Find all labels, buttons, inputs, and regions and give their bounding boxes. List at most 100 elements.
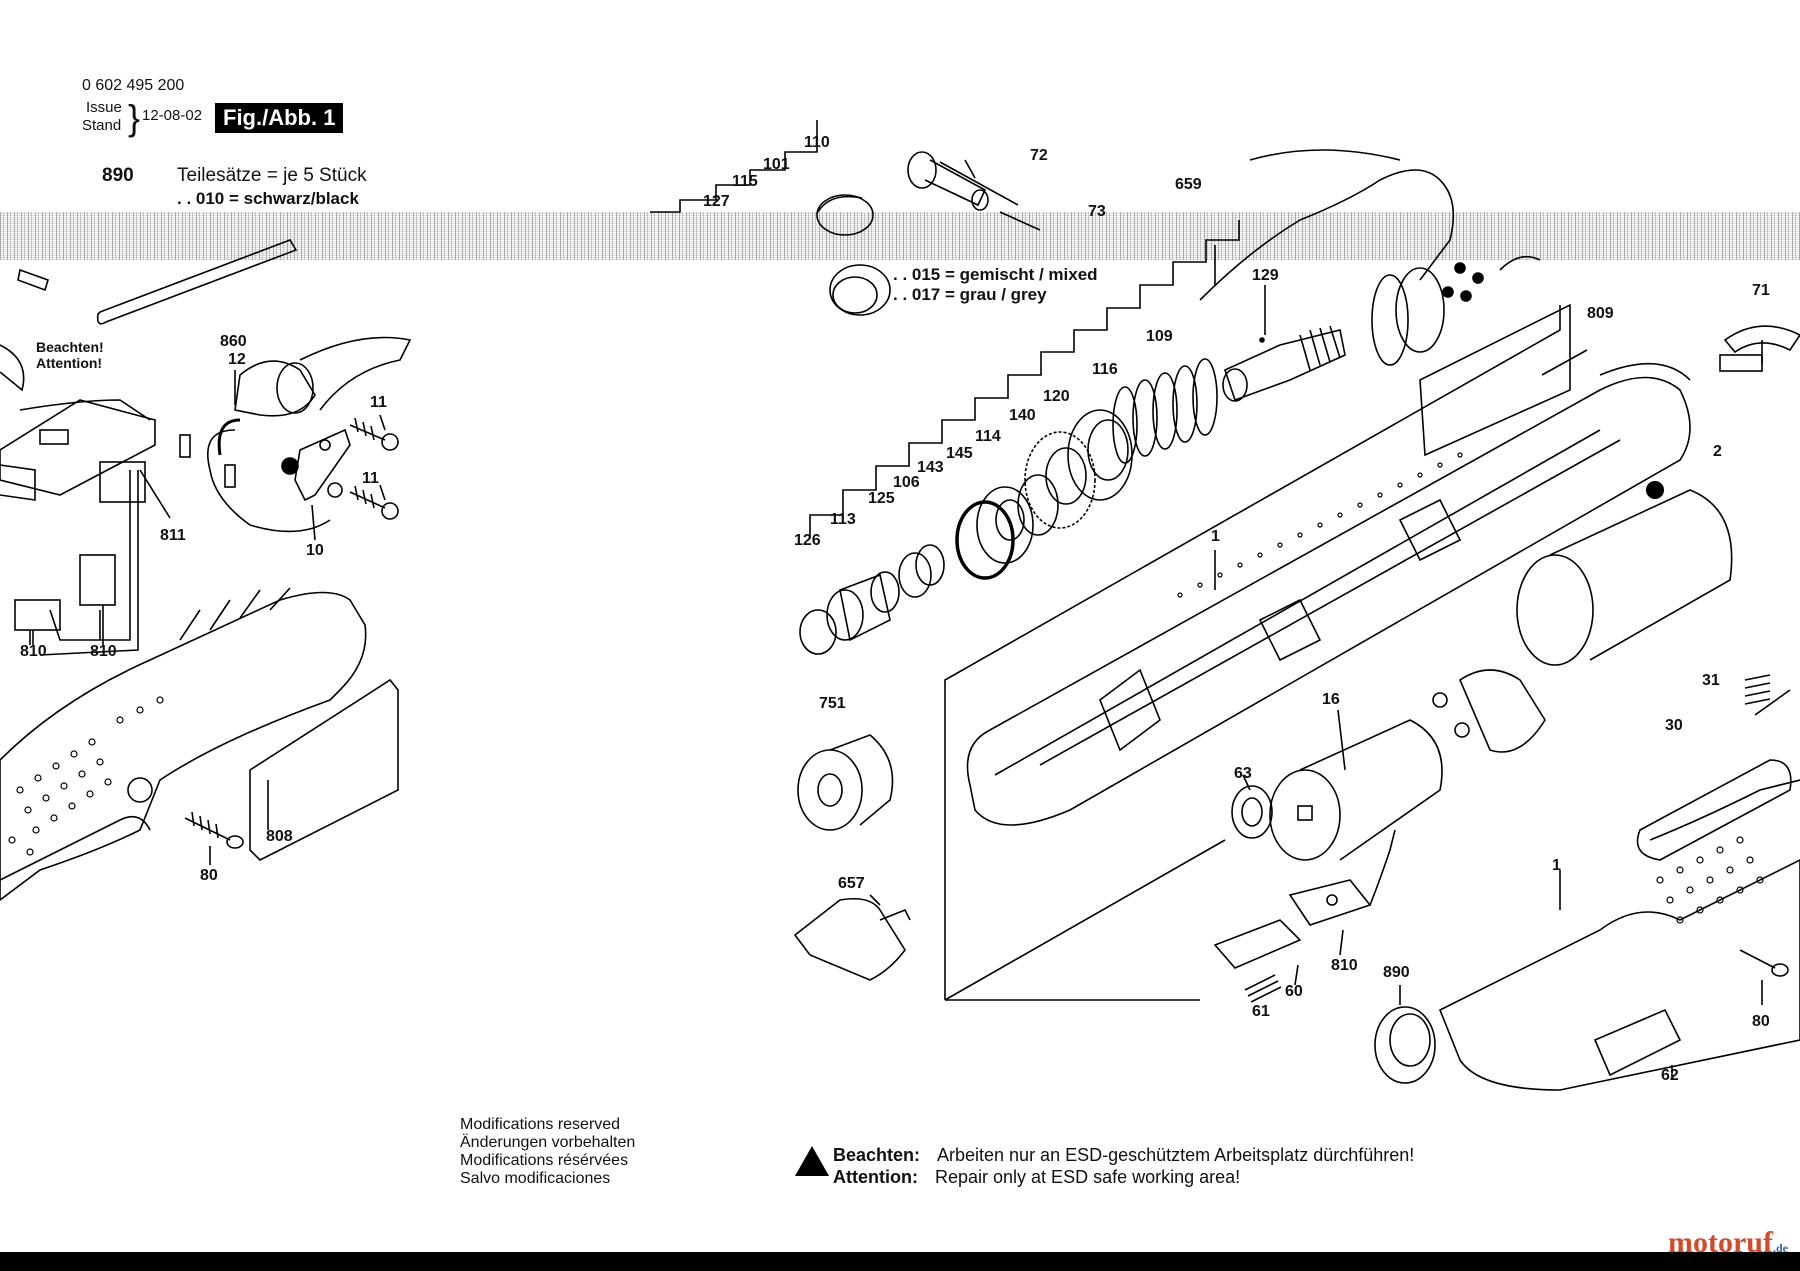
bracket-10 xyxy=(294,428,351,502)
part-label-808: 808 xyxy=(266,828,293,845)
cable-659 xyxy=(1199,169,1455,301)
leader-frame xyxy=(809,220,1240,538)
screw-11a xyxy=(349,424,386,441)
housing-main-holes xyxy=(1177,452,1463,598)
oring-145 xyxy=(955,500,1015,580)
mods-de: Änderungen vorbehalten xyxy=(460,1134,636,1151)
part-label-11b: 11 xyxy=(362,470,379,487)
warning-label-en: Attention: xyxy=(833,1167,918,1187)
brand-watermark: motoruf.de xyxy=(1668,1226,1788,1260)
part-label-73: 73 xyxy=(1088,203,1106,220)
lever-30 xyxy=(1636,759,1792,861)
ring-110 xyxy=(816,194,874,236)
part-label-110: 110 xyxy=(804,134,830,151)
part-label-63: 63 xyxy=(1234,765,1252,782)
part-label-751: 751 xyxy=(819,695,846,712)
part-label-810-a: 810 xyxy=(20,643,47,660)
cable-860 xyxy=(206,429,331,533)
mods-en: Modifications reserved xyxy=(460,1116,621,1133)
issue-label: Issue xyxy=(86,99,122,116)
screw-left-16 xyxy=(1432,692,1448,708)
part-label-106: 106 xyxy=(893,474,920,491)
ring-106 xyxy=(898,552,932,598)
x-markers xyxy=(1646,481,1664,499)
part-label-16: 16 xyxy=(1322,691,1340,708)
stand-label: Stand xyxy=(82,117,122,134)
gear-120 xyxy=(1024,431,1096,529)
warning-triangle-icon xyxy=(795,1146,829,1176)
part-label-62: 62 xyxy=(1661,1067,1679,1084)
clip-62 xyxy=(1593,1008,1682,1077)
housing-main xyxy=(966,376,1691,826)
part-label-10: 10 xyxy=(306,542,324,559)
part-label-126: 126 xyxy=(794,532,821,549)
part-label-1-right: 1 xyxy=(1552,857,1561,874)
part-label-1-main: 1 xyxy=(1211,528,1220,545)
part-label-890-right: 890 xyxy=(1383,964,1410,981)
callout-attention: Attention! xyxy=(36,355,103,371)
warning-label-de: Beachten: xyxy=(833,1145,921,1165)
hex-key xyxy=(96,239,298,325)
warning-text-de: Arbeiten nur an ESD-geschütztem Arbeitsp… xyxy=(937,1145,1415,1165)
housing-left-dots xyxy=(8,696,164,856)
cylinder-751 xyxy=(797,734,894,831)
parts-set-title: Teilesätze = je 5 Stück xyxy=(177,165,367,186)
issue-date: 12-08-02 xyxy=(142,107,203,124)
part-label-125: 125 xyxy=(868,490,895,507)
part-label-11a: 11 xyxy=(370,394,387,411)
part-label-2: 2 xyxy=(1713,443,1722,460)
part-label-659: 659 xyxy=(1175,176,1202,193)
motor-2 xyxy=(1459,489,1733,753)
housing-right xyxy=(1438,859,1800,1091)
part-label-12: 12 xyxy=(228,351,246,368)
ring-890-right xyxy=(1374,1006,1436,1084)
part-label-120: 120 xyxy=(1043,388,1070,405)
parts-variant-1: . . 010 = schwarz/black xyxy=(177,189,359,208)
part-label-860: 860 xyxy=(220,333,247,350)
part-label-31: 31 xyxy=(1702,672,1720,689)
part-label-113: 113 xyxy=(830,511,856,528)
brand-name: motoruf xyxy=(1668,1226,1773,1259)
switch-810-a xyxy=(79,554,116,606)
callout-beachten: Beachten! xyxy=(36,339,104,355)
ring-116 xyxy=(1067,409,1133,501)
parts-variant-2: . . 015 = gemischt / mixed xyxy=(893,265,1098,284)
ring-125 xyxy=(870,571,900,613)
part-label-140: 140 xyxy=(1009,407,1036,424)
part-label-145: 145 xyxy=(946,445,973,462)
part-label-60: 60 xyxy=(1285,983,1303,1000)
washer-63 xyxy=(1231,785,1273,839)
scan-noise-band xyxy=(0,212,1800,260)
ring-126 xyxy=(799,609,837,655)
clip-left xyxy=(0,344,25,392)
part-label-127: 127 xyxy=(703,193,730,210)
screw-80-right xyxy=(1739,949,1776,969)
part-label-143: 143 xyxy=(917,459,944,476)
washer-140 xyxy=(1017,474,1059,536)
module-811 xyxy=(99,461,146,503)
part-label-30: 30 xyxy=(1665,717,1683,734)
housing-right-dots xyxy=(1656,836,1764,924)
warning-text-en: Repair only at ESD safe working area! xyxy=(935,1167,1241,1187)
part-label-116: 116 xyxy=(1092,361,1118,378)
mods-es: Salvo modificaciones xyxy=(460,1170,611,1187)
part-label-109: 109 xyxy=(1146,328,1173,345)
parts-variant-3: . . 017 = grau / grey xyxy=(893,285,1047,304)
spring-109 xyxy=(1112,358,1218,464)
mods-fr: Modifications résérvées xyxy=(460,1152,629,1169)
bearing-114 xyxy=(976,486,1034,564)
part-label-71: 71 xyxy=(1752,282,1770,299)
switch-810-b xyxy=(1288,879,1372,926)
motor-16 xyxy=(1269,719,1443,861)
housing-left xyxy=(0,591,367,901)
doc-number: 0 602 495 200 xyxy=(82,77,185,94)
parts-set-code: 890 xyxy=(102,165,134,186)
part-label-129: 129 xyxy=(1252,267,1279,284)
part-label-809: 809 xyxy=(1587,305,1614,322)
pin-left xyxy=(17,268,49,292)
part-60 xyxy=(1213,919,1302,969)
part-label-810-c: 810 xyxy=(1331,957,1358,974)
part-label-72: 72 xyxy=(1030,147,1048,164)
pcb-board xyxy=(0,399,156,496)
